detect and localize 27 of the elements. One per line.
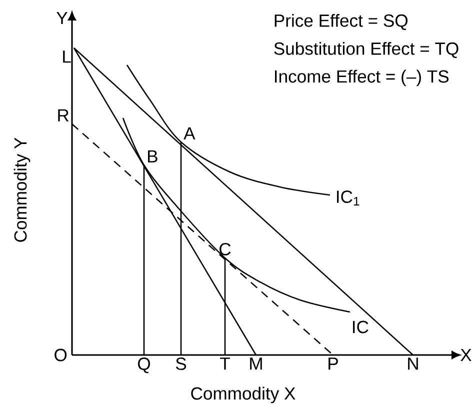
point-label: P xyxy=(328,358,338,370)
point-label: T xyxy=(220,358,230,370)
axis-title: Commodity Y xyxy=(14,138,30,242)
point-label: N xyxy=(408,358,418,370)
drop-line xyxy=(143,165,145,355)
annotation-text: Price Effect = SQ xyxy=(274,14,408,30)
point-label: B xyxy=(148,150,158,162)
annotation-text: Substitution Effect = TQ xyxy=(274,42,458,58)
axis-label: Y xyxy=(56,12,68,24)
point-label: A xyxy=(184,127,196,140)
point-label: L xyxy=(63,50,71,63)
axis-title: Commodity X xyxy=(191,386,296,404)
curve-label: IC xyxy=(353,320,368,334)
point-label: C xyxy=(220,242,231,256)
point-label: Q xyxy=(138,358,150,374)
point-label: S xyxy=(176,358,186,370)
annotation-text: Income Effect = (–) TS xyxy=(275,70,449,86)
curve-label: IC$_{1}$ xyxy=(337,190,360,206)
point-label: O xyxy=(54,348,67,362)
budget-line xyxy=(72,124,334,356)
axis-label: X xyxy=(460,348,472,362)
budget-line xyxy=(73,48,257,356)
drop-line xyxy=(224,258,226,355)
point-label: M xyxy=(250,358,262,370)
budget-line xyxy=(74,48,414,356)
point-label: R xyxy=(58,109,69,122)
drop-line xyxy=(180,142,182,355)
